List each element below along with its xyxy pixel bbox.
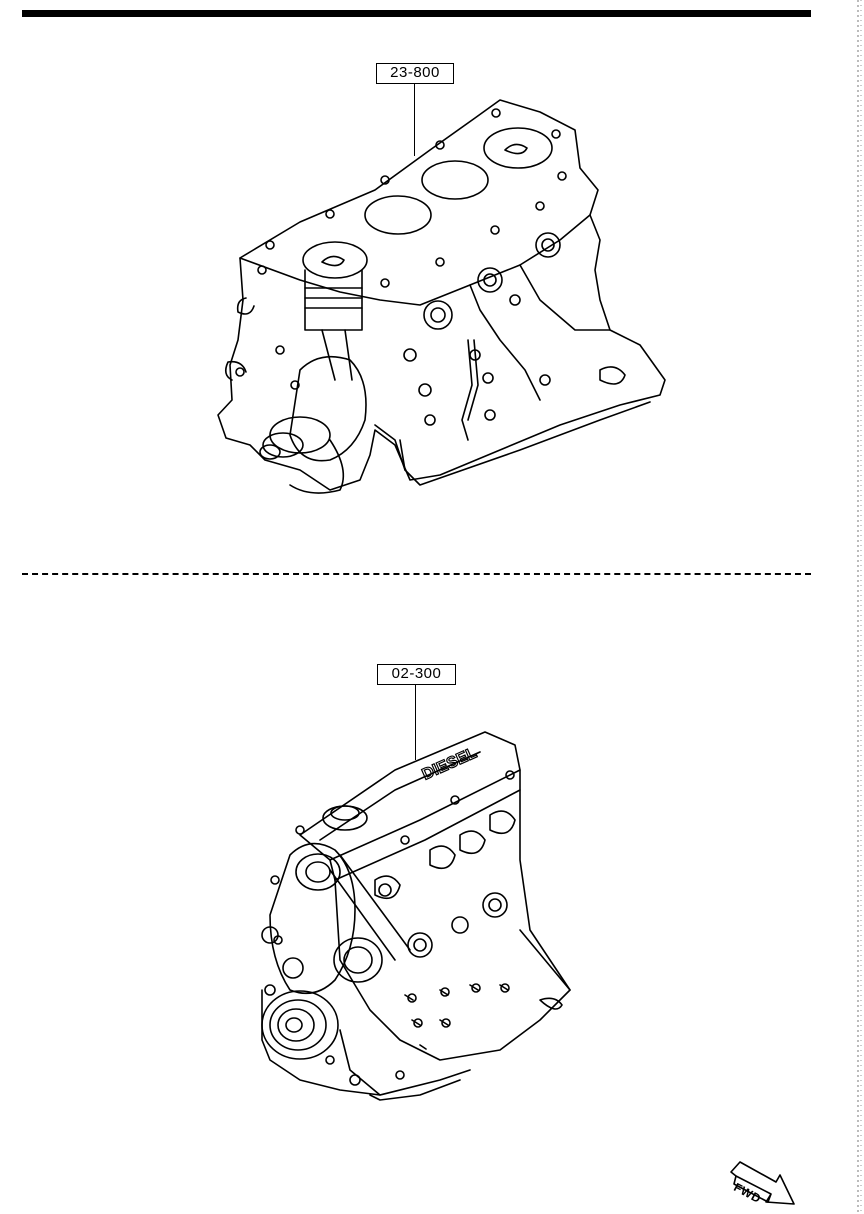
leader-line-cylinder-block <box>414 84 415 156</box>
cylinder-block-illustration <box>217 99 666 494</box>
section-divider <box>22 573 811 575</box>
page-edge-texture <box>857 0 862 1214</box>
callout-cylinder-block[interactable]: 23-800 <box>376 63 454 84</box>
callout-engine-assembly[interactable]: 02-300 <box>377 664 456 685</box>
fwd-arrow-icon <box>730 1161 795 1205</box>
header-rule <box>22 10 811 17</box>
leader-line-engine-assembly <box>415 685 416 760</box>
valve-cover-text: DIESEL <box>420 745 480 784</box>
